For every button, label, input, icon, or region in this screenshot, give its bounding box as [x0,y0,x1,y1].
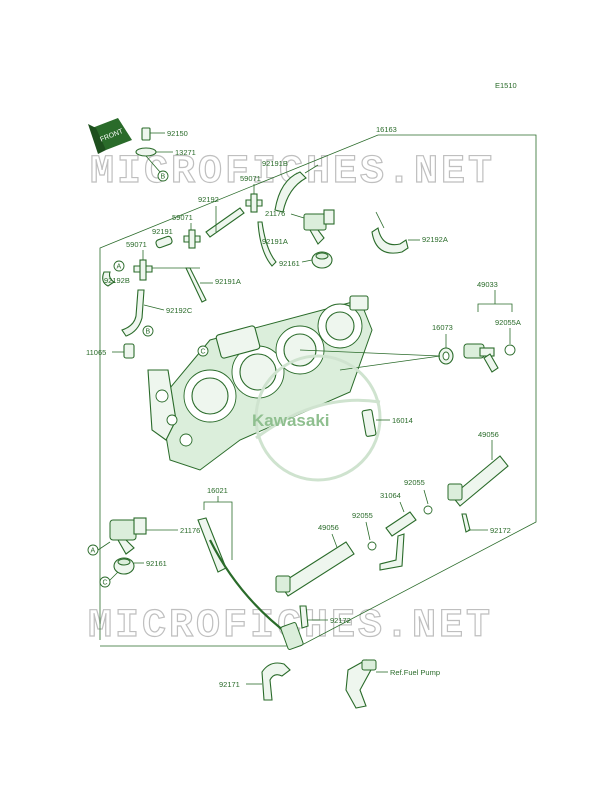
ref-fuel-pump: Ref.Fuel Pump [390,668,440,677]
label-92192C: 92192C [166,306,193,315]
callout-c-bot [99,576,111,588]
cap-92161-top [311,251,333,269]
label-92161-bot: 92161 [146,559,167,568]
label-16021: 16021 [207,486,228,495]
hose-92192B [102,271,115,287]
label-92191A-mid: 92191A [262,237,288,246]
label-13271: 13271 [175,148,196,157]
label-92192A: 92192A [422,235,448,244]
oring-92055-top [423,505,433,515]
label-92172-mid: 92172 [330,616,351,625]
joint-59071-left [133,259,153,281]
label-49056-mid: 49056 [318,523,339,532]
hose-92191A-mid [257,221,277,267]
label-92191A-low: 92191A [215,277,241,286]
fuel-rail-49056-mid [279,541,355,597]
cap-92161-bot [113,557,135,575]
label-92172-right: 92172 [490,526,511,535]
label-92191: 92191 [152,227,173,236]
sensor-21176-bot [109,517,147,555]
joint-59071-top [245,193,263,213]
sensor-16014 [361,409,377,437]
hose-92192 [205,207,245,238]
fuel-pump-connector [345,659,377,709]
oring-92055-low [367,541,377,551]
front-arrow-icon: FRONT [88,118,132,154]
label-59071-mid: 59071 [172,213,193,222]
callout-a-bot-text: A [91,548,96,555]
hose-92191 [155,235,173,249]
label-92055-top: 92055 [404,478,425,487]
callout-c-mid-text: C [201,349,206,356]
label-59071-left: 59071 [126,240,147,249]
label-59071-top: 59071 [240,174,261,183]
label-21176-bot: 21176 [180,526,200,535]
hose-92191B [274,171,307,213]
label-92192: 92192 [198,195,219,204]
label-92150: 92150 [167,129,188,138]
hose-92191A-low [185,267,207,303]
label-92171: 92171 [219,680,240,689]
oring-92055A [504,344,516,356]
fuel-rail-49056-right [451,455,509,507]
callout-b-mid [142,325,154,337]
bolt-92172-right [461,513,471,533]
bolt-92150 [141,127,165,141]
label-49056-right: 49056 [478,430,499,439]
callout-a-top-text: A [117,264,122,271]
plug-11065 [123,343,135,359]
label-16163: 16163 [376,125,397,134]
label-49033: 49033 [477,280,498,289]
label-31064: 31064 [380,491,401,500]
callout-c-mid [197,345,209,357]
injector-49033 [463,343,499,373]
clip-92171 [261,662,291,701]
label-11065: 11065 [86,348,106,357]
joint-59071-mid [183,229,201,249]
sensor-21176-top [303,209,335,245]
brand-logo-text: Kawasaki [252,411,330,430]
label-92055-low: 92055 [352,511,373,520]
callout-b-top-text: B [161,174,166,181]
callout-a-top [113,260,125,272]
label-92055A: 92055A [495,318,521,327]
diagram-code: E1510 [495,81,517,90]
label-16073: 16073 [432,323,453,332]
throttle-body-assembly [147,295,373,471]
label-21176-top: 21176 [265,209,285,218]
pipe-31064 [385,511,417,537]
label-92161-top: 92161 [279,259,300,268]
label-92191B: 92191B [262,159,288,168]
callout-b-top [157,170,169,182]
callout-c-bot-text: C [103,580,108,587]
bolt-92172-mid [299,605,309,629]
callout-b-mid-text: B [146,329,151,336]
label-16014: 16014 [392,416,413,425]
label-92192B: 92192B [104,276,130,285]
hose-92192C [121,289,145,337]
brand-logo: Kawasaki [252,354,382,482]
hose-92192A [371,227,409,254]
